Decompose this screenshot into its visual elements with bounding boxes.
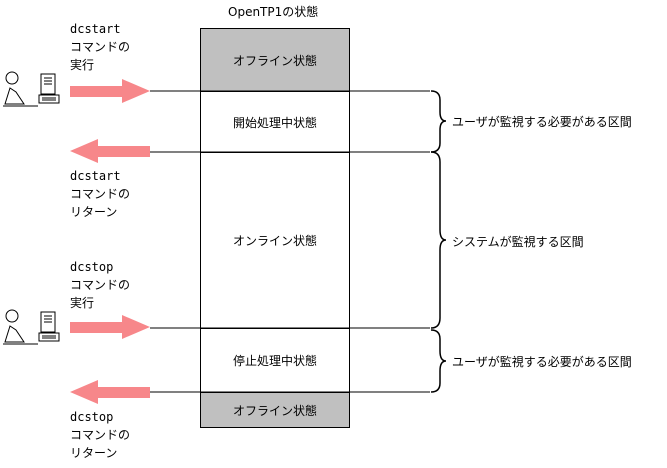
label-stop-exec: dcstop コマンドの 実行 [70, 258, 130, 312]
label-stop-return: dcstop コマンドの リターン [70, 408, 130, 462]
state-offline-bottom: オフライン状態 [200, 392, 350, 428]
command-line: リターン [70, 205, 118, 219]
diagram-title: OpenTP1の状態 [228, 5, 319, 19]
command-line: コマンドの [70, 40, 131, 54]
state-label: 停止処理中状態 [232, 354, 317, 368]
range-user-start: ユーザが監視する必要がある区間 [452, 115, 632, 129]
command-name: dcstop [70, 260, 114, 274]
command-line: コマンドの [70, 278, 131, 292]
command-line: 実行 [70, 296, 95, 310]
arrow-stop-exec [70, 315, 150, 339]
arrow-start-return [70, 139, 150, 163]
state-offline-top: オフライン状態 [200, 28, 350, 91]
state-label: オフライン状態 [232, 53, 317, 68]
label-start-return: dcstart コマンドの リターン [70, 167, 130, 221]
state-label: 開始処理中状態 [232, 115, 317, 130]
range-user-stop: ユーザが監視する必要がある区間 [452, 355, 632, 369]
user-at-computer-icon [3, 71, 60, 107]
command-name: dcstart [70, 169, 121, 183]
arrow-stop-return [70, 380, 150, 404]
command-line: コマンドの [70, 187, 131, 201]
command-name: dcstop [70, 410, 114, 424]
command-line: コマンドの [70, 428, 131, 442]
command-line: 実行 [70, 58, 95, 72]
state-label: オンライン状態 [232, 234, 317, 248]
brace-user-start [430, 90, 447, 153]
range-system: システムが監視する区間 [452, 235, 584, 249]
state-label: オフライン状態 [232, 403, 317, 418]
command-line: リターン [70, 446, 118, 460]
brace-system [430, 151, 447, 329]
arrow-start-exec [70, 79, 150, 103]
brace-user-stop [430, 329, 447, 393]
command-name: dcstart [70, 22, 121, 36]
label-start-exec: dcstart コマンドの 実行 [70, 20, 130, 74]
user-at-computer-icon [3, 309, 60, 345]
